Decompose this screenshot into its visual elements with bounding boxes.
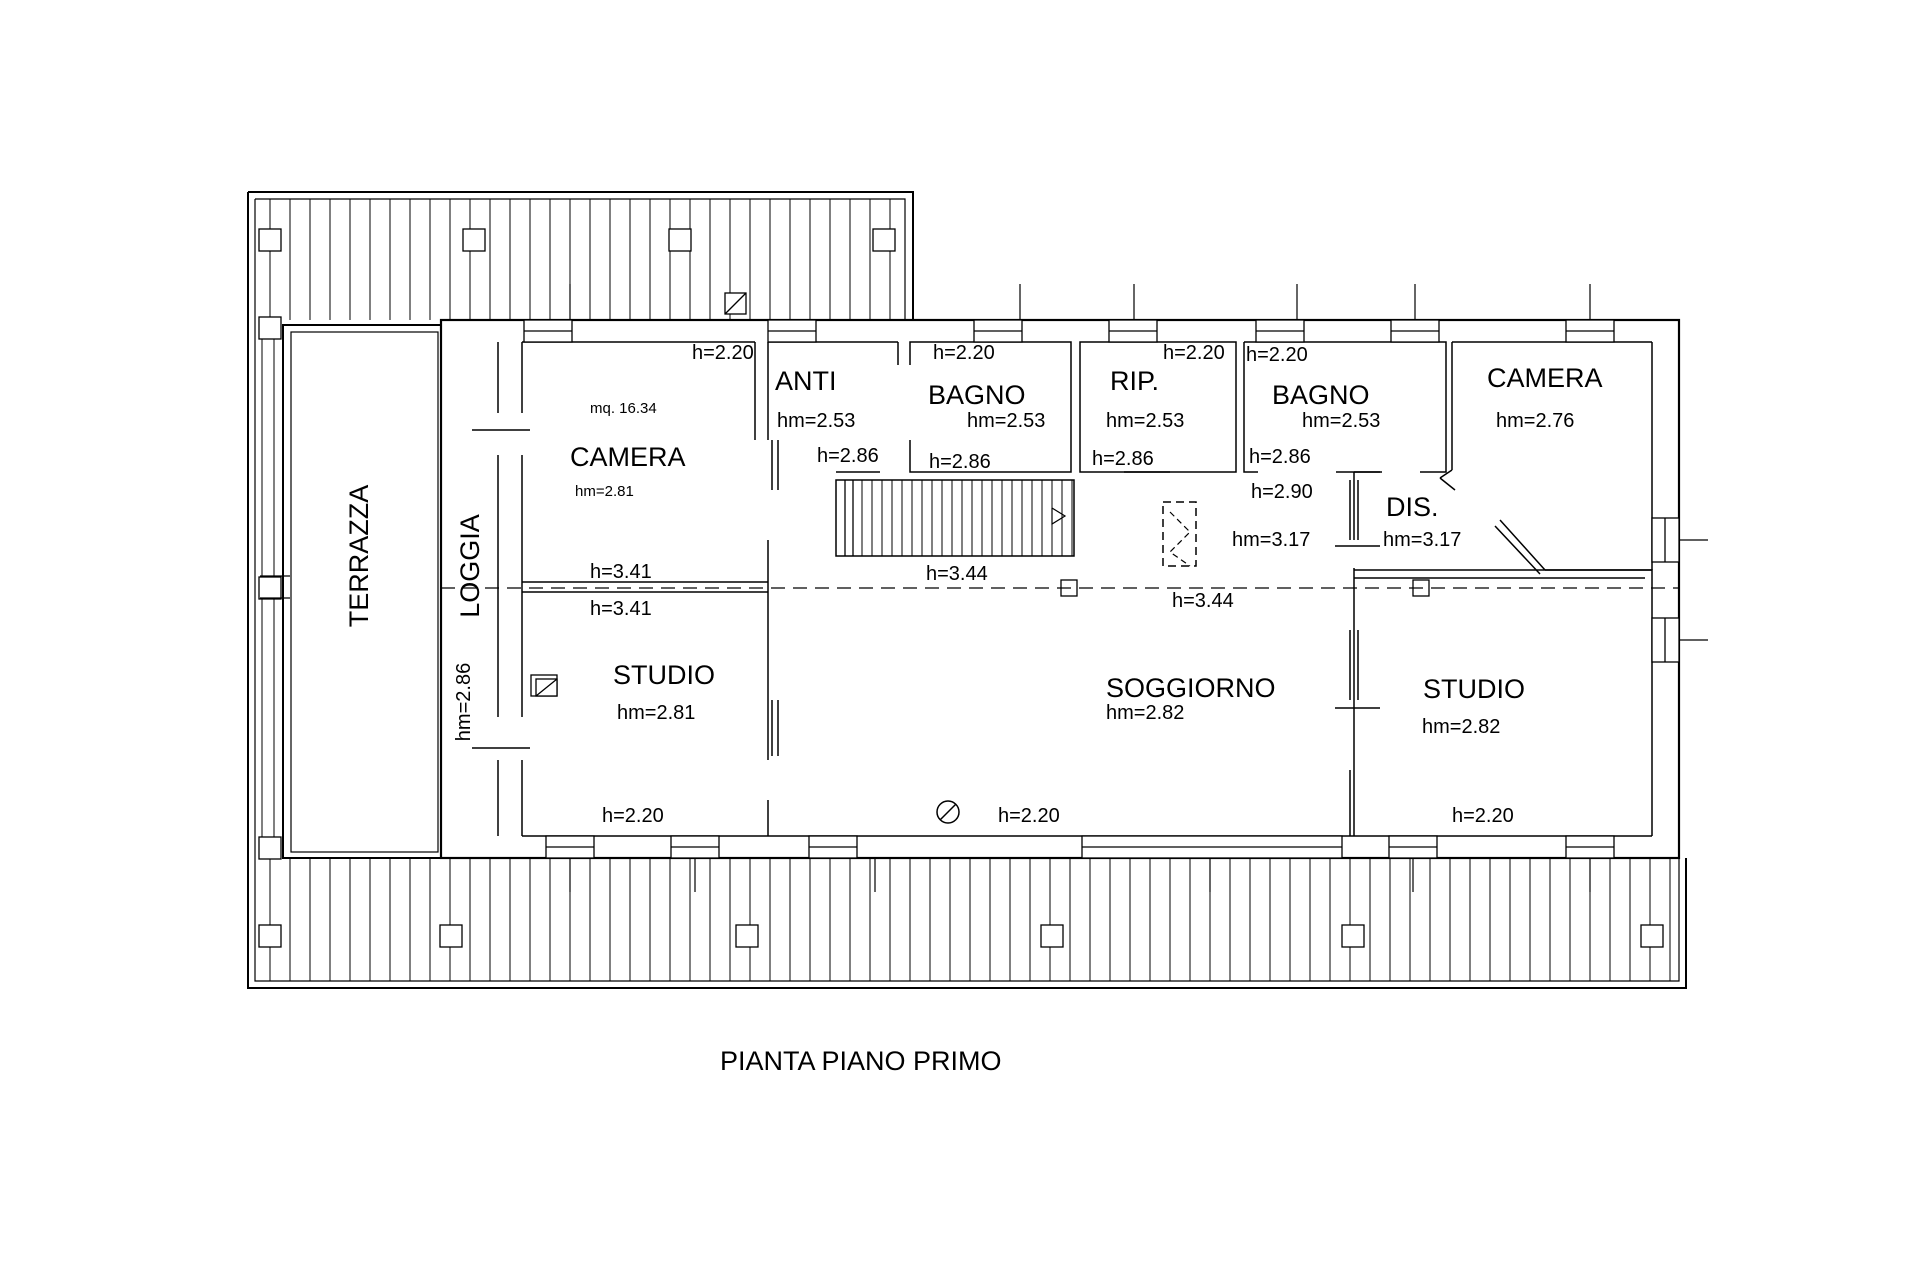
height-label: hm=2.86 [453,663,475,741]
roof-post [258,316,282,340]
height-label: h=2.20 [1163,342,1225,364]
door-marks [472,429,1546,836]
room-labels: TERRAZZA LOGGIA CAMERA STUDIO ANTI BAGNO… [344,363,1603,704]
height-label: hm=2.53 [1106,410,1184,432]
room-label-anti: ANTI [775,366,837,396]
room-label-bagno-2: BAGNO [1272,380,1370,410]
room-label-rip: RIP. [1110,366,1159,396]
roof-post [439,924,463,948]
height-label: hm=2.81 [617,702,695,724]
height-label: h=3.44 [926,563,988,585]
roof-post [258,228,282,252]
building-walls [439,318,1681,860]
wall-ticks [569,284,1708,892]
height-label: hm=2.82 [1422,716,1500,738]
height-label: h=2.20 [933,342,995,364]
roof-post [1040,924,1064,948]
roof-hatching-bottom [269,858,1671,981]
drain-symbol [936,800,960,824]
height-label: h=3.41 [590,561,652,583]
height-label: h=2.20 [1452,805,1514,827]
height-label: h=2.86 [817,445,879,467]
room-label-dis: DIS. [1386,492,1439,522]
height-label: hm=3.17 [1383,529,1461,551]
height-label: hm=2.82 [1106,702,1184,724]
height-label: hm=2.53 [1302,410,1380,432]
roof-post [1341,924,1365,948]
roof-post [462,228,486,252]
roof-post [1640,924,1664,948]
roof-hatching-top [269,199,891,320]
height-label: hm=2.76 [1496,410,1574,432]
height-label: h=2.20 [998,805,1060,827]
height-label: h=2.90 [1251,481,1313,503]
height-label: hm=2.53 [777,410,855,432]
skylight [1162,501,1197,567]
height-label: h=2.20 [602,805,664,827]
windows [523,319,1680,859]
height-label: h=2.86 [1249,446,1311,468]
roof-post [735,924,759,948]
room-label-camera-left: CAMERA [570,442,686,472]
roof-posts [258,228,1664,948]
area-label: mq. 16.34 [590,400,657,417]
roof-post [668,228,692,252]
height-label: hm=2.53 [967,410,1045,432]
room-label-terrazza: TERRAZZA [344,485,374,628]
height-label: h=2.20 [1246,344,1308,366]
skylight-mark [1169,511,1191,567]
height-label: hm=3.17 [1232,529,1310,551]
roof-post [258,924,282,948]
room-label-camera-right: CAMERA [1487,363,1603,393]
height-label: hm=2.81 [575,483,634,500]
height-label: h=3.44 [1172,590,1234,612]
room-label-bagno-1: BAGNO [928,380,1026,410]
room-label-loggia: LOGGIA [455,514,485,618]
plan-title: PIANTA PIANO PRIMO [720,1046,1002,1076]
roof-post [872,228,896,252]
height-label: h=3.41 [590,598,652,620]
height-label: h=2.20 [692,342,754,364]
height-label: h=2.86 [1092,448,1154,470]
roof-post [258,576,282,600]
room-label-studio-right: STUDIO [1423,674,1525,704]
staircase [835,479,1075,557]
roof-post [258,836,282,860]
height-labels: h=2.20 h=2.20 h=2.20 h=2.20 hm=2.53 hm=2… [453,342,1574,827]
height-label: h=2.86 [929,451,991,473]
room-label-studio-left: STUDIO [613,660,715,690]
room-label-soggiorno: SOGGIORNO [1106,673,1276,703]
